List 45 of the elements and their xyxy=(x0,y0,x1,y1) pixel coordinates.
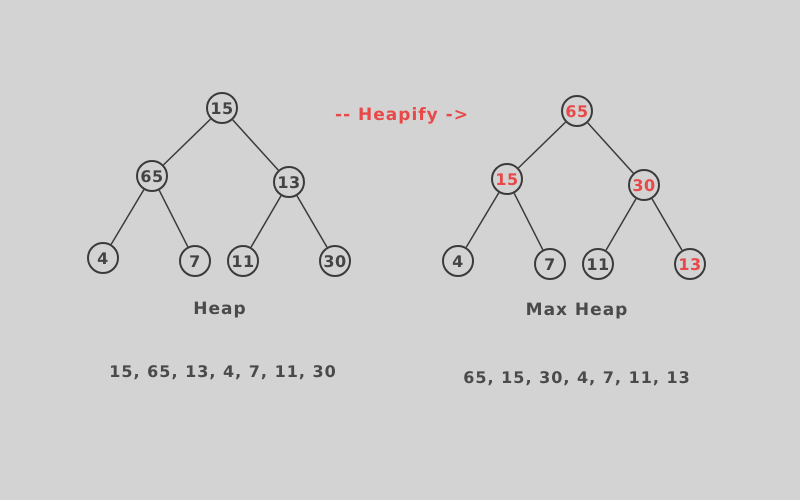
node-value: 30 xyxy=(632,176,656,194)
node-value: 7 xyxy=(544,254,556,274)
node-value: 30 xyxy=(323,252,347,270)
node-value: 65 xyxy=(565,102,589,120)
node-value: 15 xyxy=(495,170,519,188)
node-value: 11 xyxy=(231,252,255,270)
tree-node-circle xyxy=(534,248,566,280)
tree-node-circle xyxy=(674,248,706,280)
tree-edge xyxy=(232,119,279,171)
tree-node-circle xyxy=(87,242,119,274)
node-value: 4 xyxy=(97,248,109,268)
node-value: 13 xyxy=(277,172,301,192)
tree-caption: Max Heap xyxy=(526,300,628,320)
tree-node-circle xyxy=(319,245,351,277)
array-text: 65, 15, 30, 4, 7, 11, 13 xyxy=(463,368,691,387)
tree-edge xyxy=(162,118,212,166)
tree-caption: Heap xyxy=(193,299,247,319)
tree-edge xyxy=(158,190,188,248)
tree-edge xyxy=(250,195,282,248)
tree-edge xyxy=(651,198,683,251)
node-value: 4 xyxy=(452,252,464,270)
tree-node-circle xyxy=(582,248,614,280)
node-value: 13 xyxy=(678,254,702,274)
heapify-label: -- Heapify -> xyxy=(335,105,469,125)
tree-edge xyxy=(110,189,144,245)
tree-edge xyxy=(587,122,634,174)
tree-node-circle xyxy=(227,245,259,277)
tree-node-circle xyxy=(273,166,305,198)
tree-edge xyxy=(296,195,328,248)
tree-edge xyxy=(466,192,500,248)
node-value: 7 xyxy=(189,252,201,270)
tree-edge xyxy=(605,198,637,251)
tree-edge xyxy=(514,192,544,250)
node-value: 65 xyxy=(140,166,164,186)
tree-node-circle xyxy=(136,160,168,192)
tree-edge xyxy=(518,122,566,168)
tree-node-circle xyxy=(206,92,238,124)
tree-node-circle xyxy=(179,245,211,277)
tree-node-circle xyxy=(628,169,660,201)
tree-node-circle xyxy=(561,95,593,127)
array-text: 15, 65, 13, 4, 7, 11, 30 xyxy=(109,362,337,381)
tree-node-circle xyxy=(491,163,523,195)
node-value: 11 xyxy=(586,254,610,274)
node-value: 15 xyxy=(210,98,234,118)
tree-node-circle xyxy=(442,245,474,277)
